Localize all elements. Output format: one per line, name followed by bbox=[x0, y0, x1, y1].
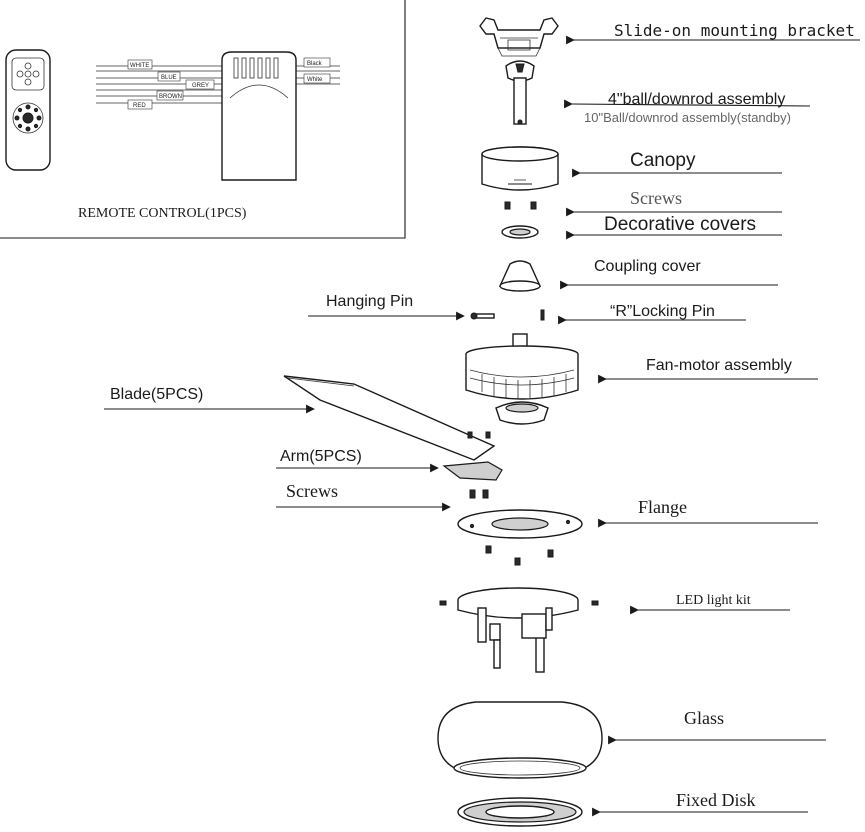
label-bracket: Slide-on mounting bracket bbox=[614, 21, 855, 40]
blade-part bbox=[283, 375, 496, 461]
label-motor: Fan-motor assembly bbox=[646, 357, 792, 374]
wire-label-black: Black bbox=[307, 61, 323, 67]
remote-control-caption: REMOTE CONTROL(1PCS) bbox=[78, 206, 247, 221]
glass-part bbox=[437, 701, 603, 779]
label-decorative-covers: Decorative covers bbox=[604, 214, 756, 235]
label-hanging-pin: Hanging Pin bbox=[326, 293, 413, 310]
leader-arrows bbox=[104, 35, 860, 817]
label-screws-2: Screws bbox=[286, 481, 338, 501]
downrod-part bbox=[505, 60, 535, 125]
label-downrod: 4"ball/downrod assembly bbox=[608, 91, 785, 108]
fan-motor-part bbox=[465, 333, 579, 425]
blade-screws-part bbox=[467, 431, 491, 439]
fixed-disk-part bbox=[457, 797, 583, 827]
hanging-pin-part bbox=[470, 312, 495, 320]
label-fixed-disk: Fixed Disk bbox=[676, 790, 756, 810]
canopy-part bbox=[481, 146, 559, 191]
label-r-pin: “R”Locking Pin bbox=[610, 303, 715, 320]
flange-part bbox=[457, 509, 583, 566]
label-blade: Blade(5PCS) bbox=[110, 386, 203, 403]
part-labels: Slide-on mounting bracket 4"ball/downrod… bbox=[110, 21, 855, 810]
wire-label-white-out: White bbox=[307, 77, 323, 83]
receiver-unit bbox=[221, 51, 297, 181]
flange-screws-part bbox=[469, 489, 489, 499]
r-locking-pin-part bbox=[540, 309, 545, 321]
label-led: LED light kit bbox=[676, 593, 751, 608]
label-glass: Glass bbox=[684, 708, 724, 728]
wiring-lines bbox=[96, 65, 340, 104]
label-downrod-standby: 10"Ball/downrod assembly(standby) bbox=[584, 110, 791, 125]
arm-part bbox=[442, 461, 503, 481]
label-coupling-cover: Coupling cover bbox=[594, 258, 701, 275]
canopy-screws-part bbox=[504, 201, 537, 210]
wire-label-white: WHITE bbox=[130, 63, 149, 69]
wire-label-brown: BROWN bbox=[159, 94, 182, 100]
led-light-kit-part bbox=[439, 587, 599, 673]
label-flange: Flange bbox=[638, 497, 687, 517]
wire-label-grey: GREY bbox=[192, 83, 209, 89]
remote-control-box: WHITE BLUE GREY BROWN RED Black White RE… bbox=[0, 0, 406, 239]
label-canopy: Canopy bbox=[630, 150, 696, 171]
wire-label-red: RED bbox=[133, 103, 146, 109]
label-arm: Arm(5PCS) bbox=[280, 448, 362, 465]
coupling-cover-part bbox=[498, 260, 542, 292]
remote-control-icon bbox=[5, 49, 51, 171]
decorative-cover-part bbox=[501, 225, 539, 239]
wire-tags: WHITE BLUE GREY BROWN RED Black White bbox=[127, 57, 331, 110]
wire-label-blue: BLUE bbox=[161, 75, 177, 81]
mounting-bracket-part bbox=[479, 17, 559, 57]
arrow-downrod bbox=[564, 99, 811, 109]
label-screws-1: Screws bbox=[630, 188, 682, 208]
remote-box-border bbox=[0, 0, 406, 239]
